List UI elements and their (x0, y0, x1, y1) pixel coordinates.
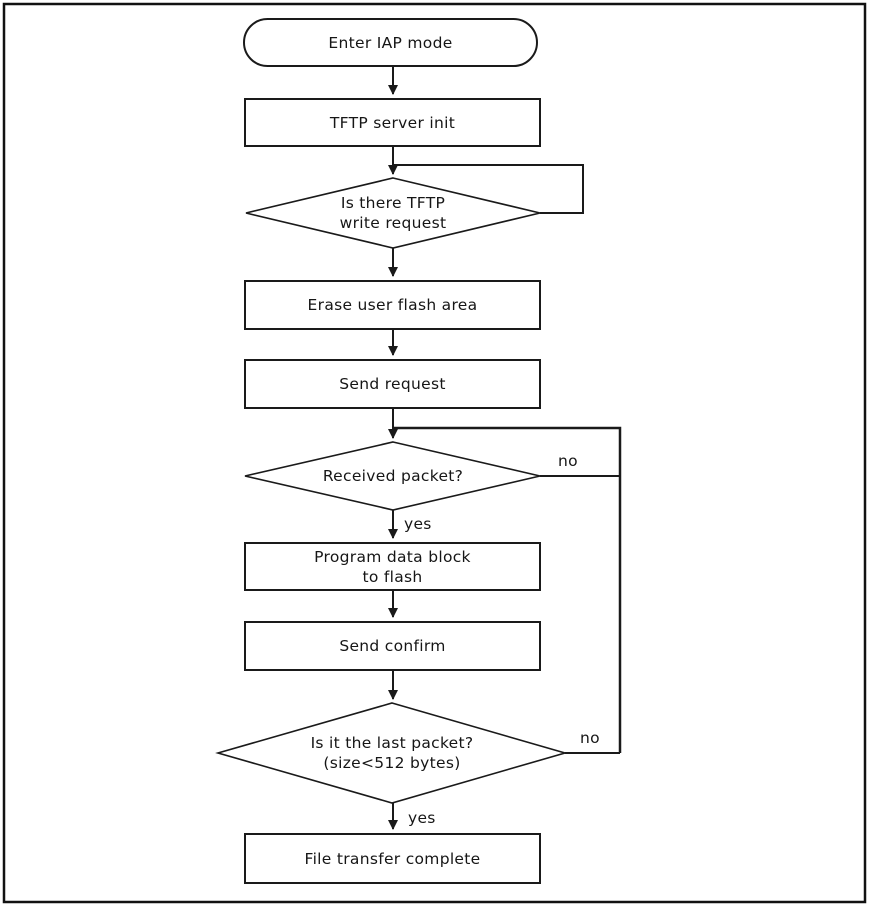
node-tftp-server-init: TFTP server init (244, 98, 541, 147)
decision-received-packet-shape (244, 441, 541, 511)
decision-last-packet-shape (215, 702, 568, 804)
decision-write-request-label: Is there TFTP write request (339, 194, 447, 232)
decision-last-packet-label: Is it the last packet? (size<512 bytes) (310, 734, 474, 772)
edge-label-received-packet-no: no (558, 452, 578, 470)
node-start: Enter IAP mode (243, 18, 538, 67)
node-send-request: Send request (244, 359, 541, 409)
decision-received-packet-label: Received packet? (322, 467, 464, 485)
edge-label-last-packet-yes: yes (408, 809, 436, 827)
node-file-transfer-complete: File transfer complete (244, 833, 541, 884)
node-send-confirm: Send confirm (244, 621, 541, 671)
edge-label-last-packet-no: no (580, 729, 600, 747)
node-program-data-block: Program data block to flash (244, 542, 541, 591)
decision-write-request-shape (245, 177, 541, 249)
edge-label-received-packet-yes: yes (404, 515, 432, 533)
node-erase-user-flash: Erase user flash area (244, 280, 541, 330)
